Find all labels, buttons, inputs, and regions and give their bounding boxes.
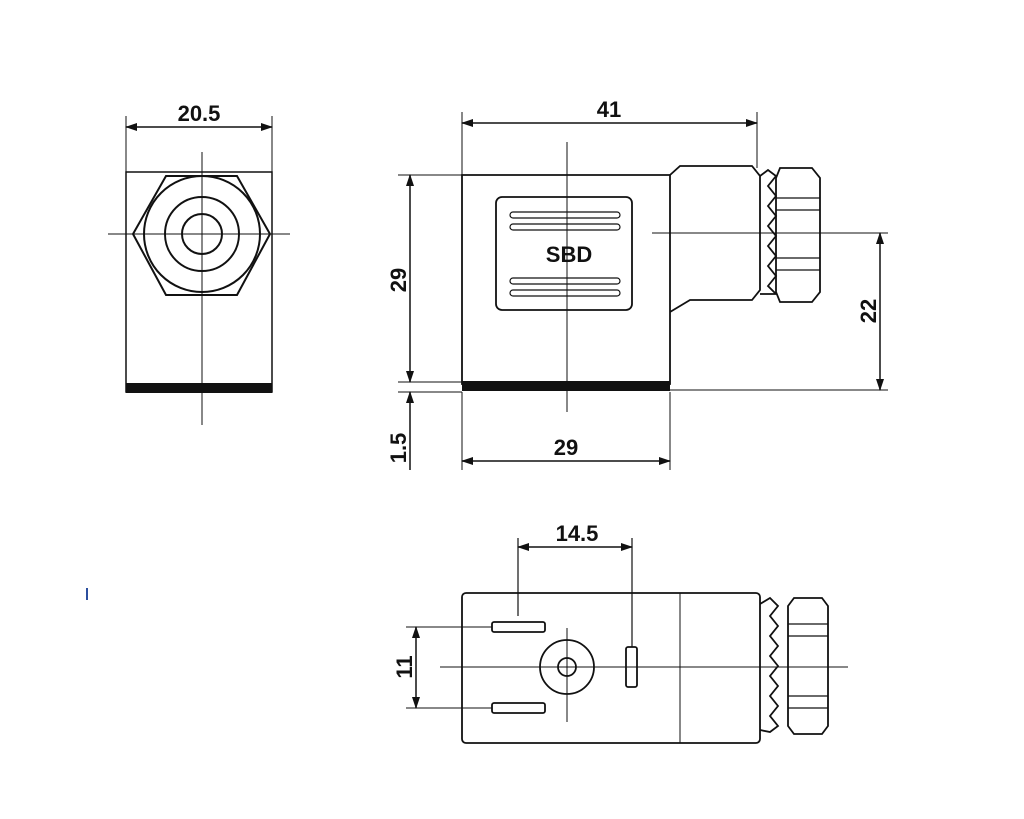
bottom-view: 14.5 11 — [392, 521, 848, 744]
label-plate-slot — [509, 289, 621, 297]
label-plate-slot — [509, 277, 621, 285]
end-view-gasket — [126, 383, 272, 393]
side-view-gasket — [462, 381, 670, 391]
dim-label-cable-height: 22 — [856, 299, 881, 323]
end-view-body — [125, 171, 273, 393]
dim-label-gasket: 1.5 — [386, 433, 411, 464]
brand-label: SBD — [546, 242, 592, 267]
end-view: 20.5 — [108, 101, 290, 425]
label-plate-slot — [509, 211, 621, 219]
bottom-view-body — [461, 592, 761, 744]
side-view-gland-nut — [775, 167, 821, 303]
side-view-body — [461, 174, 671, 385]
bottom-view-gland-thread — [759, 596, 780, 733]
dim-label-height: 29 — [386, 268, 411, 292]
pin-slot-bottom — [491, 702, 546, 714]
side-view: SBD 41 29 1.5 29 22 — [386, 97, 888, 470]
side-view-label-plate — [495, 196, 633, 311]
dim-label-pin-spacing: 11 — [392, 655, 417, 678]
side-view-cable-neck — [669, 165, 761, 313]
dim-label-end-width: 20.5 — [178, 101, 221, 126]
dim-label-pin-offset: 14.5 — [556, 521, 599, 546]
side-view-gland-thread — [759, 168, 779, 295]
pin-slot-top — [491, 621, 546, 633]
dim-label-total-width: 41 — [597, 97, 621, 122]
bottom-view-gland-nut — [787, 597, 829, 735]
label-plate-slot — [509, 223, 621, 231]
dim-label-base-width: 29 — [554, 435, 578, 460]
